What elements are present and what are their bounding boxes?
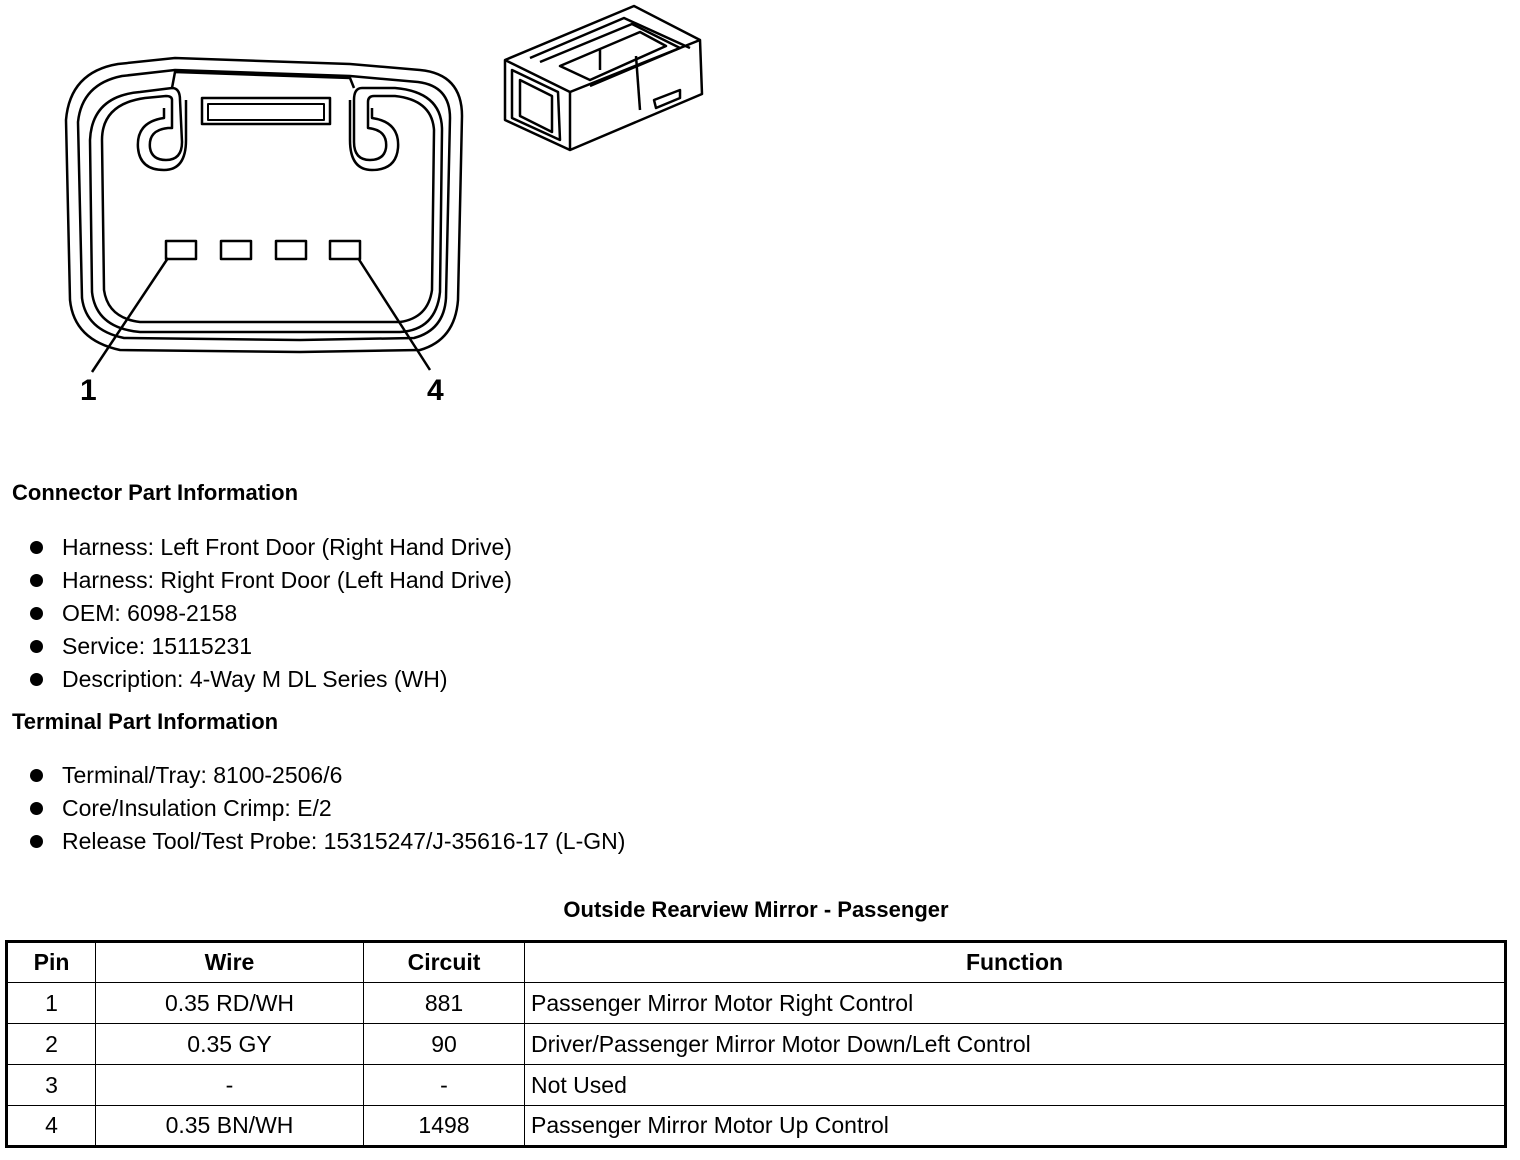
list-item-text: OEM: 6098-2158 [62, 600, 238, 626]
list-item-text: Service: 15115231 [62, 633, 253, 659]
terminal-cavity-2 [219, 239, 253, 261]
cell-pin: 2 [6, 1023, 96, 1065]
column-header-pin: Pin [6, 941, 96, 983]
cell-wire: 0.35 BN/WH [95, 1105, 364, 1147]
cell-wire: - [95, 1064, 364, 1106]
cell-function: Passenger Mirror Motor Up Control [524, 1105, 1506, 1147]
list-item: Description: 4-Way M DL Series (WH) [0, 663, 512, 696]
cell-wire: 0.35 GY [95, 1023, 364, 1065]
cell-circuit: 1498 [363, 1105, 525, 1147]
bullet-icon [30, 835, 43, 848]
bullet-icon [30, 541, 43, 554]
table-row: 4 0.35 BN/WH 1498 Passenger Mirror Motor… [6, 1105, 1506, 1147]
cell-pin: 4 [6, 1105, 96, 1147]
bullet-icon [30, 802, 43, 815]
terminal-cavity-1 [164, 239, 198, 261]
terminal-info-list: Terminal/Tray: 8100-2506/6 Core/Insulati… [0, 759, 625, 858]
cell-function: Not Used [524, 1064, 1506, 1106]
list-item-text: Terminal/Tray: 8100-2506/6 [62, 762, 343, 788]
bullet-icon [30, 673, 43, 686]
connector-info-list: Harness: Left Front Door (Right Hand Dri… [0, 531, 512, 696]
connector-face-shell-inner-edge [76, 68, 452, 342]
connector-face-outer-shell [64, 56, 464, 354]
list-item-text: Harness: Left Front Door (Right Hand Dri… [62, 534, 512, 560]
column-header-function: Function [524, 941, 1506, 983]
table-row: 1 0.35 RD/WH 881 Passenger Mirror Motor … [6, 982, 1506, 1024]
connector-info-heading: Connector Part Information [12, 480, 299, 505]
cell-function: Passenger Mirror Motor Right Control [524, 982, 1506, 1024]
cell-circuit: 881 [363, 982, 525, 1024]
list-item: Harness: Left Front Door (Right Hand Dri… [0, 531, 512, 564]
table-title: Outside Rearview Mirror - Passenger [563, 897, 949, 922]
connector-face-cavity [88, 86, 444, 334]
list-item: Release Tool/Test Probe: 15315247/J-3561… [0, 825, 625, 858]
terminal-cavity-3 [274, 239, 308, 261]
list-item-text: Core/Insulation Crimp: E/2 [62, 795, 332, 821]
latch-window [200, 96, 332, 126]
list-item: Terminal/Tray: 8100-2506/6 [0, 759, 625, 792]
connector-isometric-view [503, 4, 704, 152]
column-header-circuit: Circuit [363, 941, 525, 983]
cell-wire: 0.35 RD/WH [95, 982, 364, 1024]
list-item-text: Description: 4-Way M DL Series (WH) [62, 666, 448, 692]
cell-pin: 3 [6, 1064, 96, 1106]
cell-circuit: - [363, 1064, 525, 1106]
pin-1-callout: 1 [80, 374, 97, 407]
list-item-text: Release Tool/Test Probe: 15315247/J-3561… [62, 828, 626, 854]
list-item: Harness: Right Front Door (Left Hand Dri… [0, 564, 512, 597]
table-row: 3 - - Not Used [6, 1064, 1506, 1106]
cell-pin: 1 [6, 982, 96, 1024]
pin-4-leader-line [356, 257, 432, 371]
connector-diagram [64, 4, 704, 373]
bullet-icon [30, 607, 43, 620]
column-header-wire: Wire [95, 941, 364, 983]
latch-channel-inner [136, 100, 188, 172]
list-item: Service: 15115231 [0, 630, 512, 663]
bullet-icon [30, 640, 43, 653]
latch-channel [170, 70, 356, 89]
terminal-info-heading: Terminal Part Information [12, 709, 279, 734]
list-item: OEM: 6098-2158 [0, 597, 512, 630]
pin-4-callout: 4 [427, 374, 444, 407]
list-item-text: Harness: Right Front Door (Left Hand Dri… [62, 567, 512, 593]
cell-function: Driver/Passenger Mirror Motor Down/Left … [524, 1023, 1506, 1065]
list-item: Core/Insulation Crimp: E/2 [0, 792, 625, 825]
latch-channel-inner-right [348, 100, 400, 172]
terminal-cavity-4 [328, 239, 362, 261]
pinout-table: Pin Wire Circuit Function 1 0.35 RD/WH 8… [5, 940, 1507, 1148]
table-row: 2 0.35 GY 90 Driver/Passenger Mirror Mot… [6, 1023, 1506, 1065]
bullet-icon [30, 769, 43, 782]
latch-window-inner [207, 103, 325, 121]
table-header-row: Pin Wire Circuit Function [6, 941, 1506, 983]
cell-circuit: 90 [363, 1023, 525, 1065]
bullet-icon [30, 574, 43, 587]
pin-1-leader-line [90, 257, 170, 373]
